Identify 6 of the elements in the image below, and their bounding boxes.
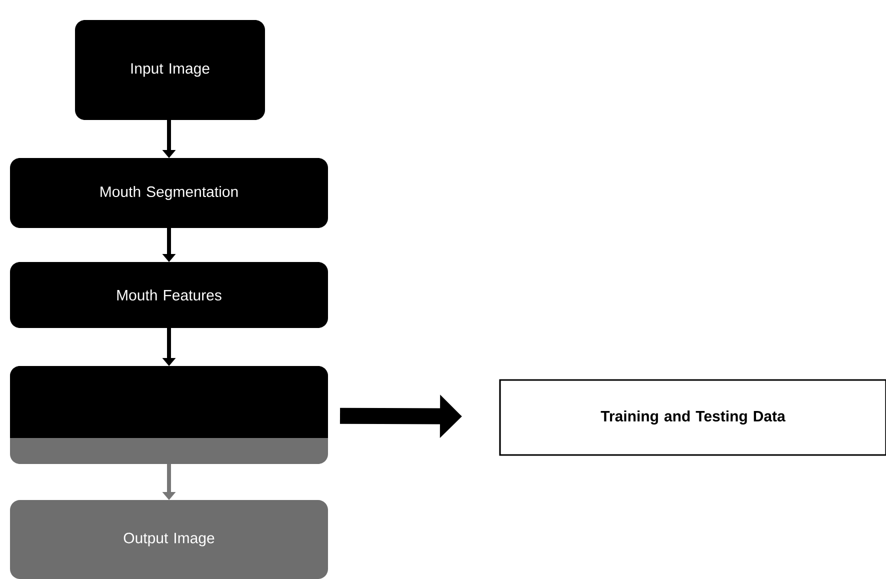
process-box: Input Image xyxy=(75,20,265,120)
output-box: Output Image xyxy=(10,500,328,579)
process-box: Mouth Segmentation xyxy=(10,158,328,228)
data-box: Training and Testing Data xyxy=(499,379,886,456)
process-box: Mouth Features xyxy=(10,262,328,328)
process-box xyxy=(10,366,328,464)
